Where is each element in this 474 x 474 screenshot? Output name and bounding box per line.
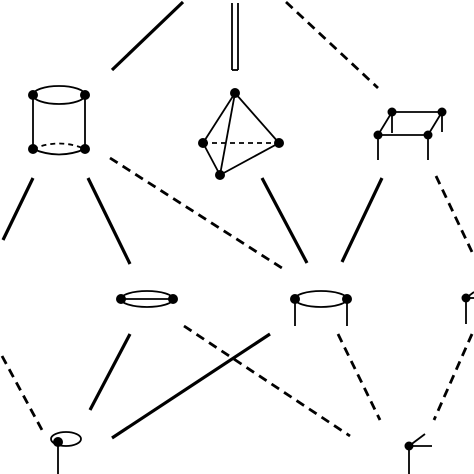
edge-cylinder-arc-dashed (109, 156, 286, 272)
node-theta (116, 290, 178, 308)
edge-prism-arc (340, 177, 384, 263)
node-star-right (461, 291, 474, 324)
node-prism (373, 107, 447, 160)
node-arc-legs (290, 290, 352, 326)
edge-tetra-arc (260, 177, 309, 264)
edge-top-left (110, 0, 185, 72)
node-tetrahedron (198, 88, 284, 180)
edge-top-right-dashed (285, 0, 379, 90)
edge-theta-loop (88, 333, 132, 411)
edge-cylinder-theta (86, 177, 132, 265)
node-tripod (404, 433, 432, 474)
edge-left-dashed (0, 355, 44, 431)
edge-cylinder-left (1, 177, 35, 241)
edge-arc-tripod-dashed (336, 333, 382, 421)
edge-cross-solid (111, 332, 271, 440)
edges (0, 0, 474, 440)
edge-right-dashed (432, 333, 474, 421)
edge-top-double (231, 3, 239, 71)
edge-cross-dashed (183, 324, 351, 438)
node-cylinder (28, 85, 90, 156)
edge-prism-right-dashed (434, 175, 474, 253)
node-small-loop (50, 431, 82, 474)
